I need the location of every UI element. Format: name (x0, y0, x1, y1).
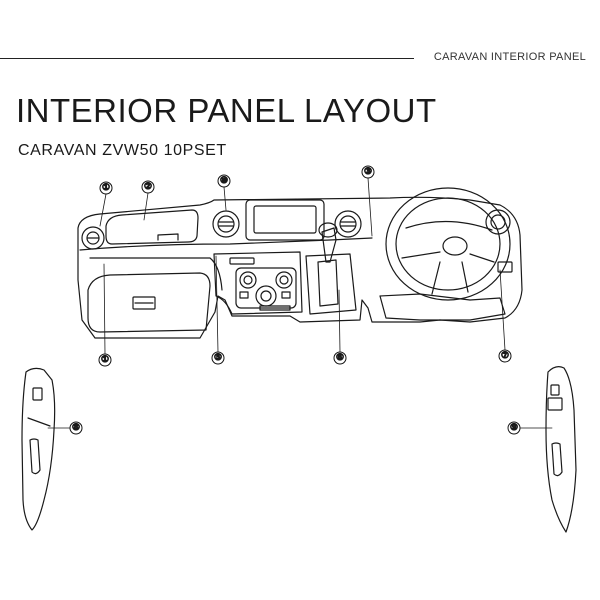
callout-7: ⑦ (498, 349, 512, 363)
page-title: INTERIOR PANEL LAYOUT (16, 92, 437, 129)
center-stack-lower-slot (259, 305, 291, 311)
callout-10: ⑩ (217, 174, 231, 188)
center-display-screen (253, 205, 317, 234)
hazard-switch (229, 257, 255, 265)
climate-knobs (235, 267, 297, 309)
svg-text:①: ① (102, 183, 110, 193)
dashboard-outline (77, 196, 523, 339)
callout-2: ② (141, 180, 155, 194)
callout-9: ⑨ (507, 421, 521, 435)
callout-5: ⑤ (211, 351, 225, 365)
page-subtitle: CARAVAN ZVW50 10PSET (18, 142, 227, 159)
steering-wheel (385, 187, 511, 301)
dashboard-lower-ridge (89, 257, 223, 291)
brand-label: CARAVAN INTERIOR PANEL (433, 51, 586, 63)
svg-text:⑩: ⑩ (220, 176, 228, 186)
svg-text:⑤: ⑤ (214, 353, 222, 363)
callout-1-bottom: ① (98, 353, 112, 367)
svg-text:⑨: ⑨ (510, 423, 518, 433)
header-rule (0, 58, 414, 59)
upper-glovebox-latch (157, 233, 179, 241)
svg-text:⑥: ⑥ (336, 353, 344, 363)
left-vent (81, 226, 105, 250)
center-display-bezel (245, 199, 325, 241)
callout-3: ③ (361, 165, 375, 179)
svg-text:②: ② (144, 182, 152, 192)
glovebox-handle (132, 296, 156, 310)
svg-text:③: ③ (364, 167, 372, 177)
driver-lower-panel (379, 293, 506, 321)
driver-switch (497, 261, 513, 273)
svg-text:⑧: ⑧ (72, 423, 80, 433)
shift-panel (305, 253, 357, 315)
right-door-switch-panel (545, 366, 577, 533)
callout-8: ⑧ (69, 421, 83, 435)
upper-glovebox-panel (105, 209, 199, 245)
shift-gate (317, 259, 339, 307)
callout-1-top: ① (99, 181, 113, 195)
callout-6: ⑥ (333, 351, 347, 365)
svg-text:①: ① (101, 355, 109, 365)
center-stack-panel (213, 251, 303, 315)
center-right-vent (334, 210, 362, 238)
shift-lever (318, 222, 338, 263)
dashboard-upper-ridge (79, 237, 373, 251)
driver-side-vent (485, 209, 511, 235)
left-door-switch-panel (21, 367, 56, 531)
svg-text:⑦: ⑦ (501, 351, 509, 361)
lower-glovebox (87, 272, 211, 333)
center-left-vent (212, 210, 240, 238)
